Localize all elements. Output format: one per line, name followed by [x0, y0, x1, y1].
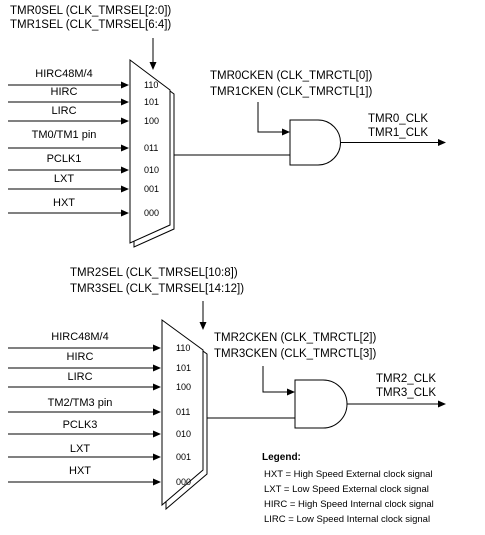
select-register-label: TMR3SEL (CLK_TMRSEL[14:12]) — [70, 283, 244, 295]
input-label: LXT — [70, 443, 90, 455]
select-register-label: TMR2SEL (CLK_TMRSEL[10:8]) — [70, 267, 238, 279]
select-register-label: TMR0SEL (CLK_TMRSEL[2:0]) — [10, 5, 171, 17]
legend-item: HXT = High Speed External clock signal — [264, 469, 433, 480]
input-label: HIRC48M/4 — [51, 331, 108, 343]
legend-item: LXT = Low Speed External clock signal — [264, 484, 429, 495]
input-label: HIRC48M/4 — [35, 68, 92, 80]
input-label: HIRC — [51, 86, 78, 98]
enable-register-label: TMR1CKEN (CLK_TMRCTL[1]) — [210, 86, 372, 98]
input-arrow — [121, 144, 129, 152]
input-arrow — [121, 209, 129, 217]
select-code: 001 — [176, 452, 191, 462]
legend-item: LIRC = Low Speed Internal clock signal — [264, 514, 430, 525]
legend-title: Legend: — [262, 452, 301, 463]
output-clock-label: TMR2_CLK — [376, 373, 436, 385]
mux-shape — [161, 319, 204, 507]
and-gate-shape — [294, 379, 348, 429]
mux-shape — [129, 59, 171, 244]
and-gate-shape — [289, 119, 341, 166]
output-arrow — [438, 400, 446, 408]
select-code: 100 — [176, 382, 191, 392]
select-code: 001 — [144, 184, 159, 194]
input-arrow — [153, 453, 161, 461]
enable-wire — [257, 102, 282, 133]
input-arrow — [121, 98, 129, 106]
input-label: PCLK3 — [63, 419, 98, 431]
timer0-1-clock-block: TMR0SEL (CLK_TMRSEL[2:0]) TMR1SEL (CLK_TM… — [8, 5, 446, 248]
select-register-label: TMR1SEL (CLK_TMRSEL[6:4]) — [10, 19, 171, 31]
select-code: 000 — [176, 477, 191, 487]
select-code: 101 — [144, 97, 159, 107]
select-code: 011 — [176, 407, 190, 417]
input-arrow — [153, 383, 161, 391]
output-clock-label: TMR3_CLK — [376, 387, 436, 399]
input-label: TM0/TM1 pin — [32, 129, 97, 141]
input-label: PCLK1 — [47, 153, 82, 165]
enable-arrow — [287, 388, 295, 396]
input-label: LIRC — [51, 105, 76, 117]
enable-register-label: TMR2CKEN (CLK_TMRCTL[2]) — [214, 332, 376, 344]
input-arrow — [153, 364, 161, 372]
input-arrow — [153, 478, 161, 486]
legend-item: HIRC = High Speed Internal clock signal — [264, 499, 434, 510]
input-label: HXT — [69, 465, 91, 477]
input-arrow — [121, 81, 129, 89]
enable-register-label: TMR0CKEN (CLK_TMRCTL[0]) — [210, 70, 372, 82]
timer2-3-clock-block: TMR2SEL (CLK_TMRSEL[10:8]) TMR3SEL (CLK_T… — [8, 267, 446, 511]
legend: Legend: HXT = High Speed External clock s… — [262, 452, 434, 525]
input-label: TM2/TM3 pin — [48, 397, 113, 409]
select-code: 100 — [144, 116, 159, 126]
output-clock-label: TMR1_CLK — [368, 127, 428, 139]
select-code: 010 — [176, 429, 191, 439]
output-clock-label: TMR0_CLK — [368, 113, 428, 125]
enable-register-label: TMR3CKEN (CLK_TMRCTL[3]) — [214, 348, 376, 360]
input-arrow — [121, 117, 129, 125]
input-label: LXT — [54, 173, 74, 185]
input-arrow — [153, 344, 161, 352]
input-arrow — [153, 408, 161, 416]
input-arrow — [121, 185, 129, 193]
output-arrow — [438, 139, 446, 146]
select-code: 110 — [176, 343, 190, 353]
select-code: 000 — [144, 208, 159, 218]
input-label: HXT — [53, 197, 75, 209]
select-arrow — [149, 62, 157, 70]
input-label: HIRC — [67, 351, 94, 363]
enable-arrow — [282, 128, 290, 136]
enable-wire — [262, 366, 287, 393]
select-code: 010 — [144, 165, 159, 175]
select-code: 110 — [144, 80, 158, 90]
select-code: 101 — [176, 363, 191, 373]
select-arrow — [199, 322, 207, 330]
select-code: 011 — [144, 143, 158, 153]
input-arrow — [121, 166, 129, 174]
input-arrow — [153, 430, 161, 438]
input-label: LIRC — [67, 371, 92, 383]
